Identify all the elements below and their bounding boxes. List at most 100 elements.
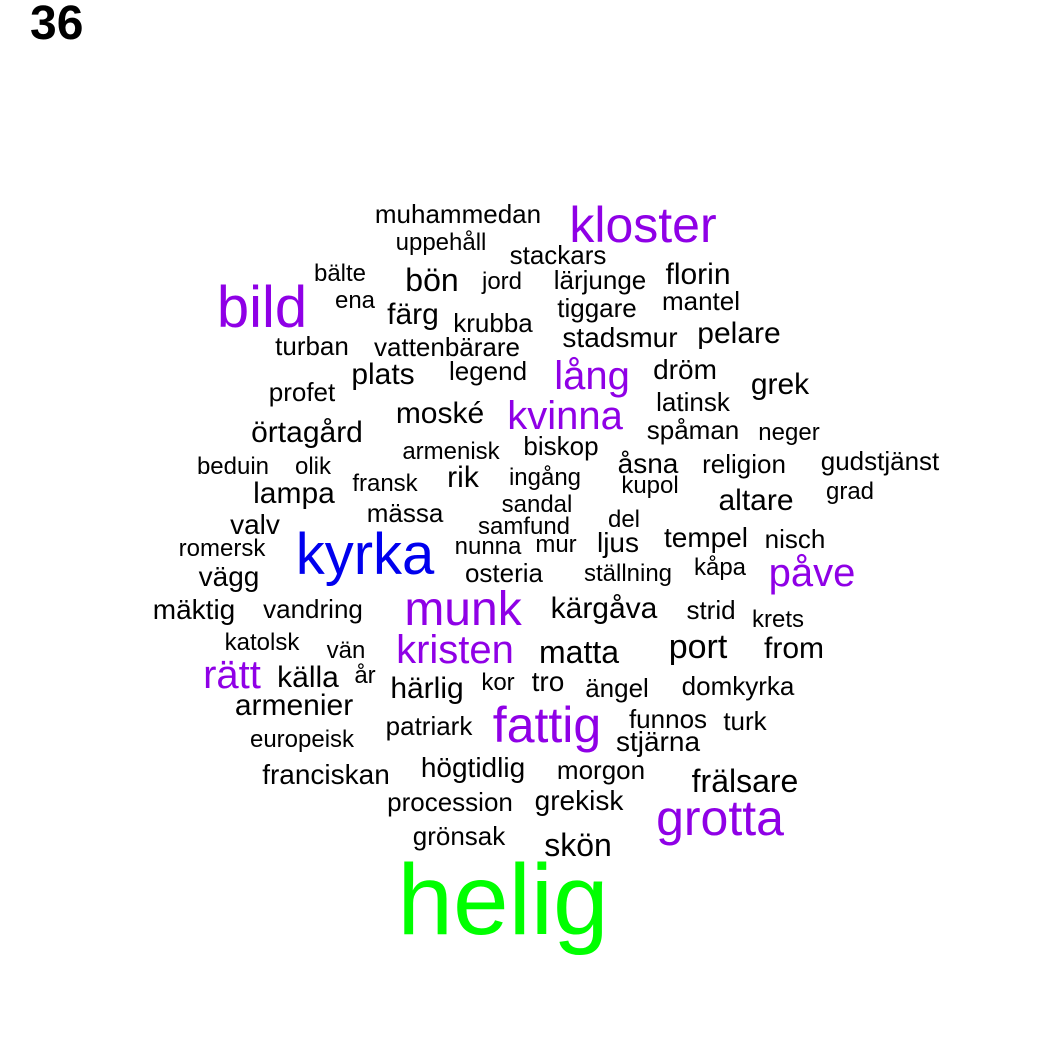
cloud-word: källa: [277, 661, 339, 694]
cloud-word: beduin: [196, 453, 270, 480]
cloud-word: morgon: [556, 755, 646, 785]
cloud-word: ljus: [596, 527, 640, 558]
cloud-word: armenisk: [402, 438, 500, 465]
cloud-word: bälte: [313, 260, 367, 287]
cloud-word: grad: [825, 478, 875, 505]
cloud-word: färg: [387, 298, 439, 331]
cloud-word: pelare: [697, 317, 781, 350]
cloud-word: vattenbärare: [374, 332, 520, 362]
cloud-word: sandal: [501, 491, 573, 518]
cloud-word: vägg: [198, 561, 260, 592]
cloud-word: moské: [395, 397, 485, 430]
cloud-word: kor: [481, 669, 515, 696]
cloud-word: mur: [535, 531, 577, 558]
cloud-word: muhammedan: [374, 199, 542, 229]
cloud-word: funnos: [628, 704, 708, 734]
cloud-word: spåman: [646, 415, 740, 445]
cloud-word: religion: [702, 449, 786, 479]
cloud-word: matta: [538, 634, 620, 670]
cloud-word: kåpa: [693, 554, 747, 581]
cloud-word: högtidlig: [420, 752, 526, 783]
cloud-word: altare: [718, 484, 794, 517]
cloud-word: procession: [387, 787, 513, 817]
cloud-word: tro: [531, 666, 565, 697]
cloud-word: grotta: [656, 790, 784, 846]
cloud-word: grekisk: [534, 785, 624, 816]
cloud-word: kloster: [569, 197, 717, 253]
cloud-word: krubba: [453, 308, 533, 338]
cloud-word: helig: [397, 844, 609, 956]
cloud-word: vandring: [263, 594, 363, 624]
cloud-word: valv: [230, 509, 280, 540]
cloud-word: gudstjänst: [820, 446, 940, 476]
cloud-word: turk: [723, 706, 767, 736]
cloud-word: lampa: [253, 477, 335, 510]
cloud-word: frälsare: [691, 763, 799, 799]
cloud-word: lärjunge: [553, 265, 647, 295]
cloud-word: latinsk: [656, 387, 730, 417]
cloud-word: stadsmur: [562, 322, 678, 353]
cloud-word: påve: [768, 551, 856, 595]
cloud-word: legend: [448, 356, 528, 386]
cloud-word: ingång: [508, 464, 582, 491]
cloud-word: katolsk: [224, 629, 300, 656]
cloud-word: skön: [544, 827, 612, 863]
cloud-word: armenier: [234, 689, 354, 722]
cloud-word: härlig: [390, 672, 464, 705]
page-number: 36: [30, 0, 84, 50]
cloud-word: franciskan: [262, 759, 390, 790]
cloud-word: from: [764, 632, 824, 665]
cloud-word: stackars: [509, 240, 607, 270]
cloud-word: grönsak: [412, 821, 506, 851]
cloud-word: mässa: [366, 498, 444, 528]
cloud-word: bild: [216, 275, 308, 340]
cloud-word: nunna: [454, 533, 522, 560]
cloud-word: nisch: [764, 524, 826, 554]
cloud-word: plats: [351, 358, 415, 391]
cloud-word: rätt: [203, 653, 261, 697]
cloud-word: rik: [447, 461, 479, 494]
cloud-word: kyrka: [295, 522, 435, 587]
cloud-word: fattig: [492, 697, 602, 753]
cloud-word: florin: [665, 258, 731, 291]
cloud-word: år: [354, 662, 376, 689]
cloud-word: turban: [275, 331, 349, 361]
cloud-word: bön: [405, 262, 459, 298]
cloud-word: åsna: [617, 448, 679, 479]
cloud-word: olik: [294, 453, 332, 480]
cloud-word: mäktig: [152, 594, 236, 625]
cloud-word: jord: [481, 268, 523, 295]
cloud-word: mantel: [661, 286, 741, 316]
cloud-word: samfund: [477, 513, 571, 540]
cloud-word: ängel: [585, 673, 649, 703]
cloud-word: romersk: [178, 535, 266, 562]
cloud-word: neger: [758, 419, 820, 446]
cloud-word: domkyrka: [681, 671, 795, 701]
cloud-word: uppehåll: [395, 229, 487, 256]
cloud-word: kvinna: [507, 394, 623, 438]
cloud-word: kristen: [396, 628, 514, 672]
cloud-word: krets: [751, 606, 805, 633]
cloud-word: tempel: [663, 522, 749, 553]
cloud-word: dröm: [653, 354, 717, 385]
cloud-word: ställning: [583, 560, 673, 587]
cloud-word: biskop: [523, 431, 599, 461]
cloud-word: europeisk: [249, 726, 355, 753]
cloud-word: fransk: [352, 470, 418, 497]
cloud-word: örtagård: [251, 416, 363, 449]
cloud-word: strid: [686, 595, 736, 625]
cloud-word: stjärna: [615, 726, 701, 757]
cloud-word: port: [668, 628, 728, 666]
cloud-word: munk: [404, 583, 522, 636]
cloud-word: vän: [326, 637, 366, 664]
cloud-word: kärgåva: [550, 592, 658, 625]
cloud-word: tiggare: [557, 293, 637, 323]
cloud-word: del: [607, 506, 641, 533]
cloud-word: osteria: [464, 558, 544, 588]
cloud-word: patriark: [385, 711, 473, 741]
cloud-word: lång: [554, 354, 630, 398]
cloud-word: profet: [268, 377, 336, 407]
cloud-word: ena: [334, 287, 376, 314]
cloud-word: grek: [750, 368, 810, 401]
